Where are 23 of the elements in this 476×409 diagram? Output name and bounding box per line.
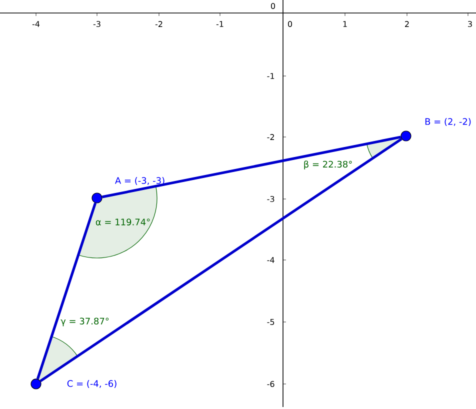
angle-label: β = 22.38° — [304, 160, 352, 170]
triangle-side — [40, 138, 402, 382]
tick-label: 0 — [288, 20, 292, 28]
tick-label: -2 — [267, 134, 274, 140]
triangle-side — [102, 136, 402, 198]
tick-label: -4 — [32, 21, 40, 27]
tick-label: -1 — [267, 73, 274, 79]
tick-label: -6 — [267, 380, 274, 387]
triangle-side — [36, 202, 97, 380]
tick-label: 3 — [468, 20, 472, 28]
angle-label: α = 119.74° — [96, 218, 150, 226]
tick-label: -1 — [216, 21, 224, 27]
tick-label: -3 — [93, 20, 100, 28]
tick-label: -5 — [267, 319, 274, 325]
point-label: C = (-4, -6) — [67, 380, 116, 388]
angle-label: γ = 37.87° — [60, 318, 109, 326]
tick-label: -2 — [155, 21, 162, 27]
tick-label: -3 — [267, 196, 274, 202]
tick-label: 2 — [405, 21, 409, 27]
point-label: B = (2, -2) — [425, 118, 471, 126]
tick-label: 0 — [271, 2, 276, 10]
tick-label: -4 — [267, 257, 274, 263]
tick-label: 1 — [343, 21, 347, 27]
